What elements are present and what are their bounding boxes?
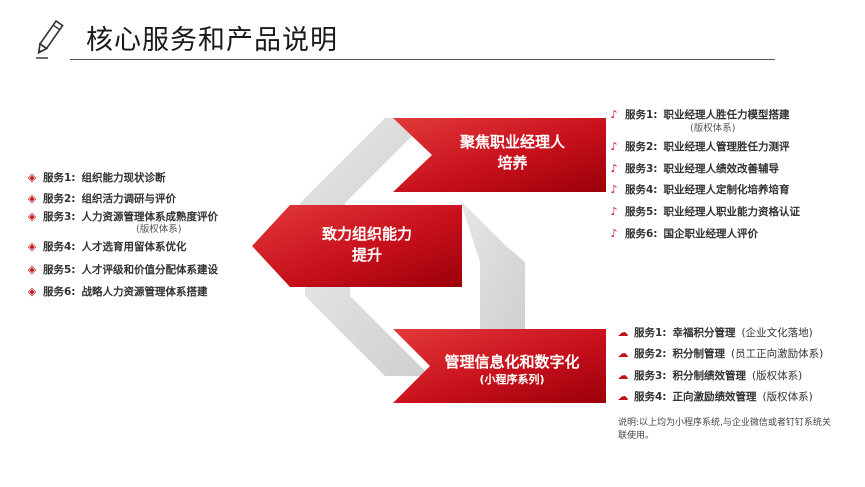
item-label: 服务6: <box>625 227 658 240</box>
layers-icon: ◈ <box>27 263 37 276</box>
item-label: 服务4: <box>634 390 667 403</box>
hub-top-line2: 培养 <box>497 154 528 172</box>
item-text: 人才评级和价值分配体系建设 <box>81 263 219 276</box>
item-label: 服务1: <box>625 108 658 121</box>
item-label: 服务1: <box>634 326 667 339</box>
cloud-icon: ☁ <box>617 326 629 339</box>
item-text: 职业经理人定制化培养培育 <box>663 183 790 196</box>
hub-bottom-label: 管理信息化和数字化 (小程序系列) <box>412 352 612 387</box>
item-label: 服务4: <box>43 240 76 253</box>
list-item: ◈ 服务3: 人力资源管理体系成熟度评价 <box>26 211 218 223</box>
item-label: 服务3: <box>634 369 667 382</box>
layers-icon: ◈ <box>27 240 37 253</box>
list-item: ♪ 服务3: 职业经理人绩效改善辅导 <box>608 163 779 175</box>
item-label: 服务6: <box>43 285 76 298</box>
item-subnote: (版权体系) <box>136 224 182 235</box>
item-note: (员工正向激励体系) <box>731 347 824 360</box>
item-text: 正向激励绩效管理 <box>672 390 757 403</box>
pencil-icon <box>36 19 64 59</box>
music-note-icon: ♪ <box>610 162 618 175</box>
layers-icon: ◈ <box>27 210 37 223</box>
item-text: 人力资源管理体系成熟度评价 <box>81 210 219 223</box>
item-text: 职业经理人管理胜任力测评 <box>663 140 790 153</box>
hub-bottom-shape <box>393 329 606 403</box>
item-label: 服务4: <box>625 183 658 196</box>
music-note-icon: ♪ <box>610 205 618 218</box>
cloud-icon: ☁ <box>617 390 629 403</box>
music-note-icon: ♪ <box>610 108 618 121</box>
item-note: (版权体系) <box>762 390 813 403</box>
hub-bottom-line2: (小程序系列) <box>479 373 545 386</box>
hub-middle-shape <box>252 205 462 287</box>
item-text: 积分制绩效管理 <box>672 369 747 382</box>
cloud-icon: ☁ <box>617 347 629 360</box>
hub-middle-label: 致力组织能力 提升 <box>282 224 452 266</box>
list-item: ☁ 服务3: 积分制绩效管理 (版权体系) <box>617 369 803 382</box>
item-note: (企业文化落地) <box>741 326 813 339</box>
title-divider <box>70 59 775 60</box>
list-item: ♪ 服务2: 职业经理人管理胜任力测评 <box>608 140 790 153</box>
list-item: ◈ 服务5: 人才评级和价值分配体系建设 <box>26 264 218 276</box>
item-text: 幸福积分管理 <box>672 326 736 339</box>
list-item: ♪ 服务6: 国企职业经理人评价 <box>608 228 758 240</box>
list-item: ☁ 服务2: 积分制管理 (员工正向激励体系) <box>617 347 824 360</box>
item-label: 服务2: <box>634 347 667 360</box>
hub-middle-line2: 提升 <box>351 246 382 264</box>
item-text: 职业经理人胜任力模型搭建 <box>663 108 790 121</box>
item-label: 服务5: <box>43 263 76 276</box>
music-note-icon: ♪ <box>610 227 618 240</box>
layers-icon: ◈ <box>27 285 37 298</box>
music-note-icon: ♪ <box>610 140 618 153</box>
cloud-icon: ☁ <box>617 369 629 382</box>
list-item: ◈ 服务1: 组织能力现状诊断 <box>26 172 166 184</box>
page-title: 核心服务和产品说明 <box>86 25 338 56</box>
item-label: 服务3: <box>625 162 658 175</box>
hub-bottom-line1: 管理信息化和数字化 <box>444 353 580 371</box>
item-text: 战略人力资源管理体系搭建 <box>81 285 208 298</box>
list-item: ♪ 服务4: 职业经理人定制化培养培育 <box>608 183 790 196</box>
item-text: 职业经理人职业能力资格认证 <box>663 205 801 218</box>
item-label: 服务5: <box>625 205 658 218</box>
list-item: ◈ 服务6: 战略人力资源管理体系搭建 <box>26 286 208 298</box>
list-item: ♪ 服务5: 职业经理人职业能力资格认证 <box>608 206 800 218</box>
list-item: ♪ 服务1: 职业经理人胜任力模型搭建 <box>608 108 790 121</box>
music-note-icon: ♪ <box>610 183 618 196</box>
item-text: 组织能力现状诊断 <box>81 171 166 184</box>
item-label: 服务2: <box>625 140 658 153</box>
item-text: 职业经理人绩效改善辅导 <box>663 162 780 175</box>
item-note: (版权体系) <box>752 369 803 382</box>
list-item: ◈ 服务2: 组织活力调研与评价 <box>26 193 176 205</box>
list-item: ☁ 服务4: 正向激励绩效管理 (版权体系) <box>617 391 813 403</box>
item-text: 人才选育用留体系优化 <box>81 240 187 253</box>
item-subnote: (版权体系) <box>690 123 736 134</box>
item-text: 组织活力调研与评价 <box>81 192 177 205</box>
layers-icon: ◈ <box>27 192 37 205</box>
footnote: 说明:以上均为小程序系统,与企业微信或者钉钉系统关联使用。 <box>618 418 831 441</box>
item-text: 积分制管理 <box>672 347 726 360</box>
hub-top-label: 聚焦职业经理人 培养 <box>420 132 605 174</box>
item-label: 服务3: <box>43 210 76 223</box>
hub-top-shape <box>393 118 606 192</box>
item-label: 服务2: <box>43 192 76 205</box>
list-item: ◈ 服务4: 人才选育用留体系优化 <box>26 241 187 253</box>
item-label: 服务1: <box>43 171 76 184</box>
layers-icon: ◈ <box>27 171 37 184</box>
hub-top-line1: 聚焦职业经理人 <box>459 133 565 151</box>
list-item: ☁ 服务1: 幸福积分管理 (企业文化落地) <box>617 327 813 339</box>
hub-middle-line1: 致力组织能力 <box>321 225 412 243</box>
item-text: 国企职业经理人评价 <box>663 227 759 240</box>
